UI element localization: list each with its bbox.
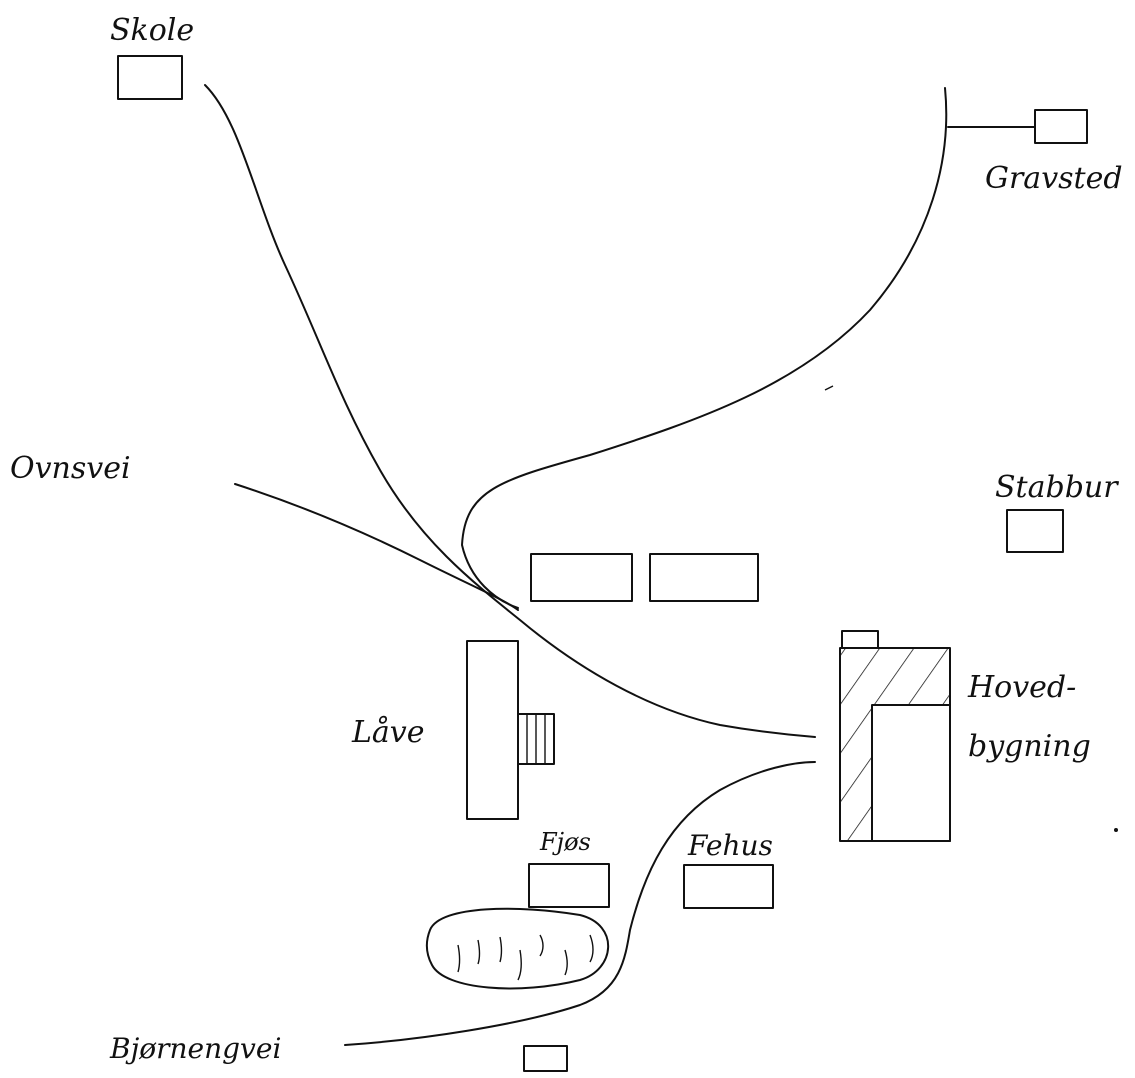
ovnsvei-road xyxy=(234,483,519,611)
label-fehus: Fehus xyxy=(687,829,773,862)
road-to-gravsted xyxy=(461,87,948,609)
label-lave: Låve xyxy=(351,715,425,750)
building-upper-right xyxy=(649,553,759,602)
fehus-building xyxy=(683,864,774,909)
road-from-skole xyxy=(204,84,816,738)
label-gravsted: Gravsted xyxy=(985,161,1123,196)
field-ellipse xyxy=(425,907,610,990)
bjornengvei-road xyxy=(344,761,816,1046)
lave-bridge xyxy=(517,713,555,765)
label-bjornengvei: Bjørnengvei xyxy=(109,1032,281,1065)
label-skole: Skole xyxy=(110,13,194,48)
stray-dot xyxy=(1114,828,1118,832)
label-fjos: Fjøs xyxy=(539,828,591,856)
label-stabbur: Stabbur xyxy=(995,470,1119,505)
label-hovedbygning-2: bygning xyxy=(968,729,1091,764)
label-hovedbygning-1: Hoved- xyxy=(967,670,1076,705)
small-building-bottom xyxy=(523,1045,568,1072)
gravsted-marker xyxy=(1034,109,1088,144)
lave-building xyxy=(466,640,519,820)
stray-tick xyxy=(824,385,834,391)
building-upper-left xyxy=(530,553,633,602)
label-ovnsvei: Ovnsvei xyxy=(10,451,131,486)
hovedbygning-building xyxy=(839,630,951,842)
stabbur-building xyxy=(1006,509,1064,553)
skole-building xyxy=(117,55,183,100)
fjos-building xyxy=(528,863,610,908)
